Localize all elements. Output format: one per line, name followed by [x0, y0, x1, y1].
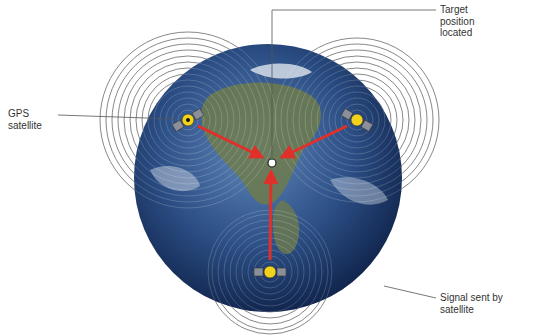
signal-rings [100, 32, 439, 334]
callout-label: Target position located [440, 4, 500, 39]
callout-label-box: Signal sent by satellite [440, 292, 504, 315]
satellite-icons [171, 107, 374, 278]
target-dot [268, 159, 276, 167]
leader-lines [58, 10, 436, 298]
signal-arrows [198, 126, 347, 260]
callout-label: GPS satellite [8, 108, 54, 131]
callout-label-box: Target position located [440, 4, 500, 39]
callout-label: Signal sent by satellite [440, 292, 504, 315]
callout-label-box: GPS satellite [8, 108, 54, 131]
